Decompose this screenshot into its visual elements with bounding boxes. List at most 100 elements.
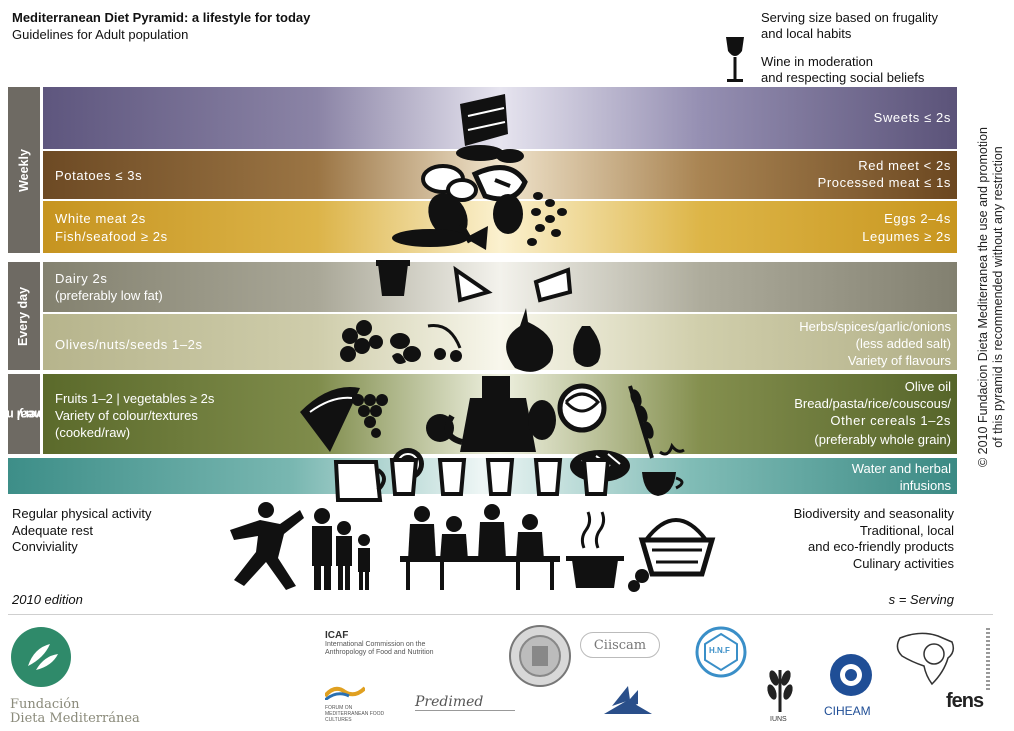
- artichoke-icon: [528, 400, 556, 440]
- red-meat-label: Red meet < 2s: [858, 158, 951, 173]
- processed-meat-label: Processed meat ≤ 1s: [817, 175, 951, 190]
- eggs-label: Eggs 2–4s: [884, 211, 951, 226]
- other-cereals-label: Other cereals 1–2s: [830, 413, 951, 428]
- dairy-note: (preferably low fat): [55, 288, 163, 303]
- water-label: Water and herbal: [851, 461, 951, 476]
- cabbage-icon: [557, 383, 607, 433]
- fish-icon: [392, 226, 488, 250]
- fundacion-name-line-1: Fundación: [10, 697, 80, 712]
- cheese-icon: [453, 265, 573, 303]
- olive-oil-label: Olive oil: [904, 379, 951, 394]
- wine-glass-icon: [726, 37, 744, 82]
- fruits-variety-note: Variety of colour/textures: [55, 408, 198, 423]
- fundacion-logo: Fundación Dieta Mediterránea: [10, 626, 160, 726]
- iuns-name: IUNS: [770, 716, 787, 723]
- forum-name: FORUM ON MEDITERRANEAN FOOD CULTURES: [325, 705, 385, 723]
- conviviality-note: Conviviality: [12, 539, 78, 554]
- iuns-logo: IUNS: [760, 664, 804, 728]
- serving-note: Serving size based on frugality and loca…: [761, 10, 938, 42]
- family-figures-icon: [312, 508, 370, 590]
- olive-branch-icon: [427, 323, 462, 362]
- divider: [8, 614, 993, 615]
- wine-note: Wine in moderation and respecting social…: [761, 54, 924, 86]
- serving-legend: s = Serving: [888, 592, 954, 607]
- university-seal-icon: [509, 625, 571, 687]
- fens-decoration: [986, 628, 990, 690]
- sweets-label: Sweets ≤ 2s: [873, 110, 951, 125]
- biodiversity-note: Biodiversity and seasonality: [793, 506, 954, 521]
- grapes-icon: [352, 394, 388, 438]
- group-every-day: Every day: [8, 262, 40, 370]
- copyright-line-2: of this pyramid is recommended without a…: [991, 146, 1005, 448]
- nuts-icon: [390, 333, 421, 364]
- olive-oil-jug-icon: [444, 376, 536, 452]
- ciheam-emblem-icon: [830, 654, 872, 696]
- cereals-label: Bread/pasta/rice/couscous/: [794, 396, 951, 411]
- wine-note-line-1: Wine in moderation: [761, 54, 873, 69]
- activity-note: Regular physical activity: [12, 506, 152, 521]
- icaf-title: ICAF: [325, 630, 349, 641]
- traditional-note: Traditional, local: [859, 522, 954, 538]
- lifestyle-left-notes: Regular physical activity Adequate rest …: [12, 506, 151, 556]
- hnf-name: H.N.F: [709, 646, 730, 655]
- fundacion-name: Fundación Dieta Mediterránea: [10, 698, 140, 726]
- iuns-wheat-icon: [767, 670, 793, 712]
- watermelon-icon: [300, 387, 360, 452]
- fens-name: fens: [946, 690, 984, 712]
- fens-logo: fens: [946, 690, 1006, 724]
- group-every-main-meal-label: Every mainmeal: [0, 381, 51, 448]
- egg-icon: [493, 194, 523, 234]
- exercise-figure-icon: [230, 502, 304, 590]
- copyright-notice: © 2010 Fundacion Dieta Mediterranea the …: [976, 97, 1010, 497]
- cake-icon: [460, 94, 508, 146]
- sausage-icon: [456, 145, 524, 163]
- ciheam-logo: CIHEAM: [822, 652, 882, 726]
- forum-logo: FORUM ON MEDITERRANEAN FOOD CULTURES: [323, 684, 405, 723]
- beans-icon: [527, 192, 567, 246]
- whole-grain-note: (preferably whole grain): [814, 432, 951, 447]
- group-every-main-meal: Every mainmeal: [0, 374, 51, 454]
- predimed-logo: Predimed: [415, 694, 515, 711]
- forum-wave-icon: [323, 686, 367, 702]
- fundacion-leaf-icon: [11, 627, 71, 687]
- ciiscam-logo: Ciiscam: [580, 632, 660, 658]
- pyramid-pictograms: [300, 94, 685, 502]
- pyramid-subtitle: Guidelines for Adult population: [12, 27, 189, 42]
- icaf-subtitle-line-2: Anthropology of Food and Nutrition: [325, 649, 434, 656]
- wine-note-line-2: and respecting social beliefs: [761, 70, 925, 85]
- fundacion-name-line-2: Dieta Mediterránea: [10, 711, 140, 726]
- white-meat-label: White meat 2s: [55, 211, 146, 226]
- potatoes-label: Potatoes ≤ 3s: [55, 168, 143, 183]
- fruits-label: Fruits 1–2 | vegetables ≥ 2s: [55, 391, 215, 406]
- potato-icon: [421, 164, 478, 202]
- yogurt-icon: [376, 260, 410, 296]
- cooking-pot-icon: [566, 511, 624, 588]
- africa-map-icon: [896, 632, 955, 686]
- pyramid-title: Mediterranean Diet Pyramid: a lifestyle …: [12, 10, 311, 25]
- serving-note-line-1: Serving size based on frugality: [761, 10, 939, 25]
- copyright-text: © 2010 Fundacion Dieta Mediterranea the …: [976, 97, 1006, 497]
- herbs-label: Herbs/spices/garlic/onions: [799, 319, 951, 334]
- icaf-subtitle-line-1: International Commission on the: [325, 641, 426, 648]
- rest-note: Adequate rest: [12, 522, 93, 538]
- lifestyle-right-notes: Biodiversity and seasonality Traditional…: [794, 506, 954, 572]
- eco-friendly-note: and eco-friendly products: [808, 539, 954, 554]
- hnf-badge-icon: [695, 626, 747, 678]
- copyright-line-1: © 2010 Fundacion Dieta Mediterranea the …: [976, 127, 990, 467]
- edition-label: 2010 edition: [12, 592, 83, 607]
- herbs-flavours-note: Variety of flavours: [847, 353, 951, 368]
- band-olives: Olives/nuts/seeds 1–2s Herbs/spices/garl…: [43, 314, 957, 370]
- olives-label: Olives/nuts/seeds 1–2s: [55, 337, 203, 352]
- hnf-logo: H.N.F: [695, 626, 755, 686]
- icaf-logo: ICAF International Commission on the Ant…: [325, 630, 505, 657]
- water-jug-icon: [333, 460, 386, 502]
- fruits-cooked-note: (cooked/raw): [55, 425, 131, 440]
- fish-label: Fish/seafood ≥ 2s: [55, 229, 168, 244]
- band-water: Water and herbal infusions: [8, 458, 957, 494]
- dairy-label: Dairy 2s: [55, 271, 108, 286]
- wheat-icon: [628, 385, 654, 459]
- book-logo-icon: [604, 686, 652, 714]
- steak-icon: [471, 165, 528, 202]
- herbs-salt-note: (less added salt): [855, 336, 951, 351]
- lifestyle-silhouettes: [230, 502, 716, 592]
